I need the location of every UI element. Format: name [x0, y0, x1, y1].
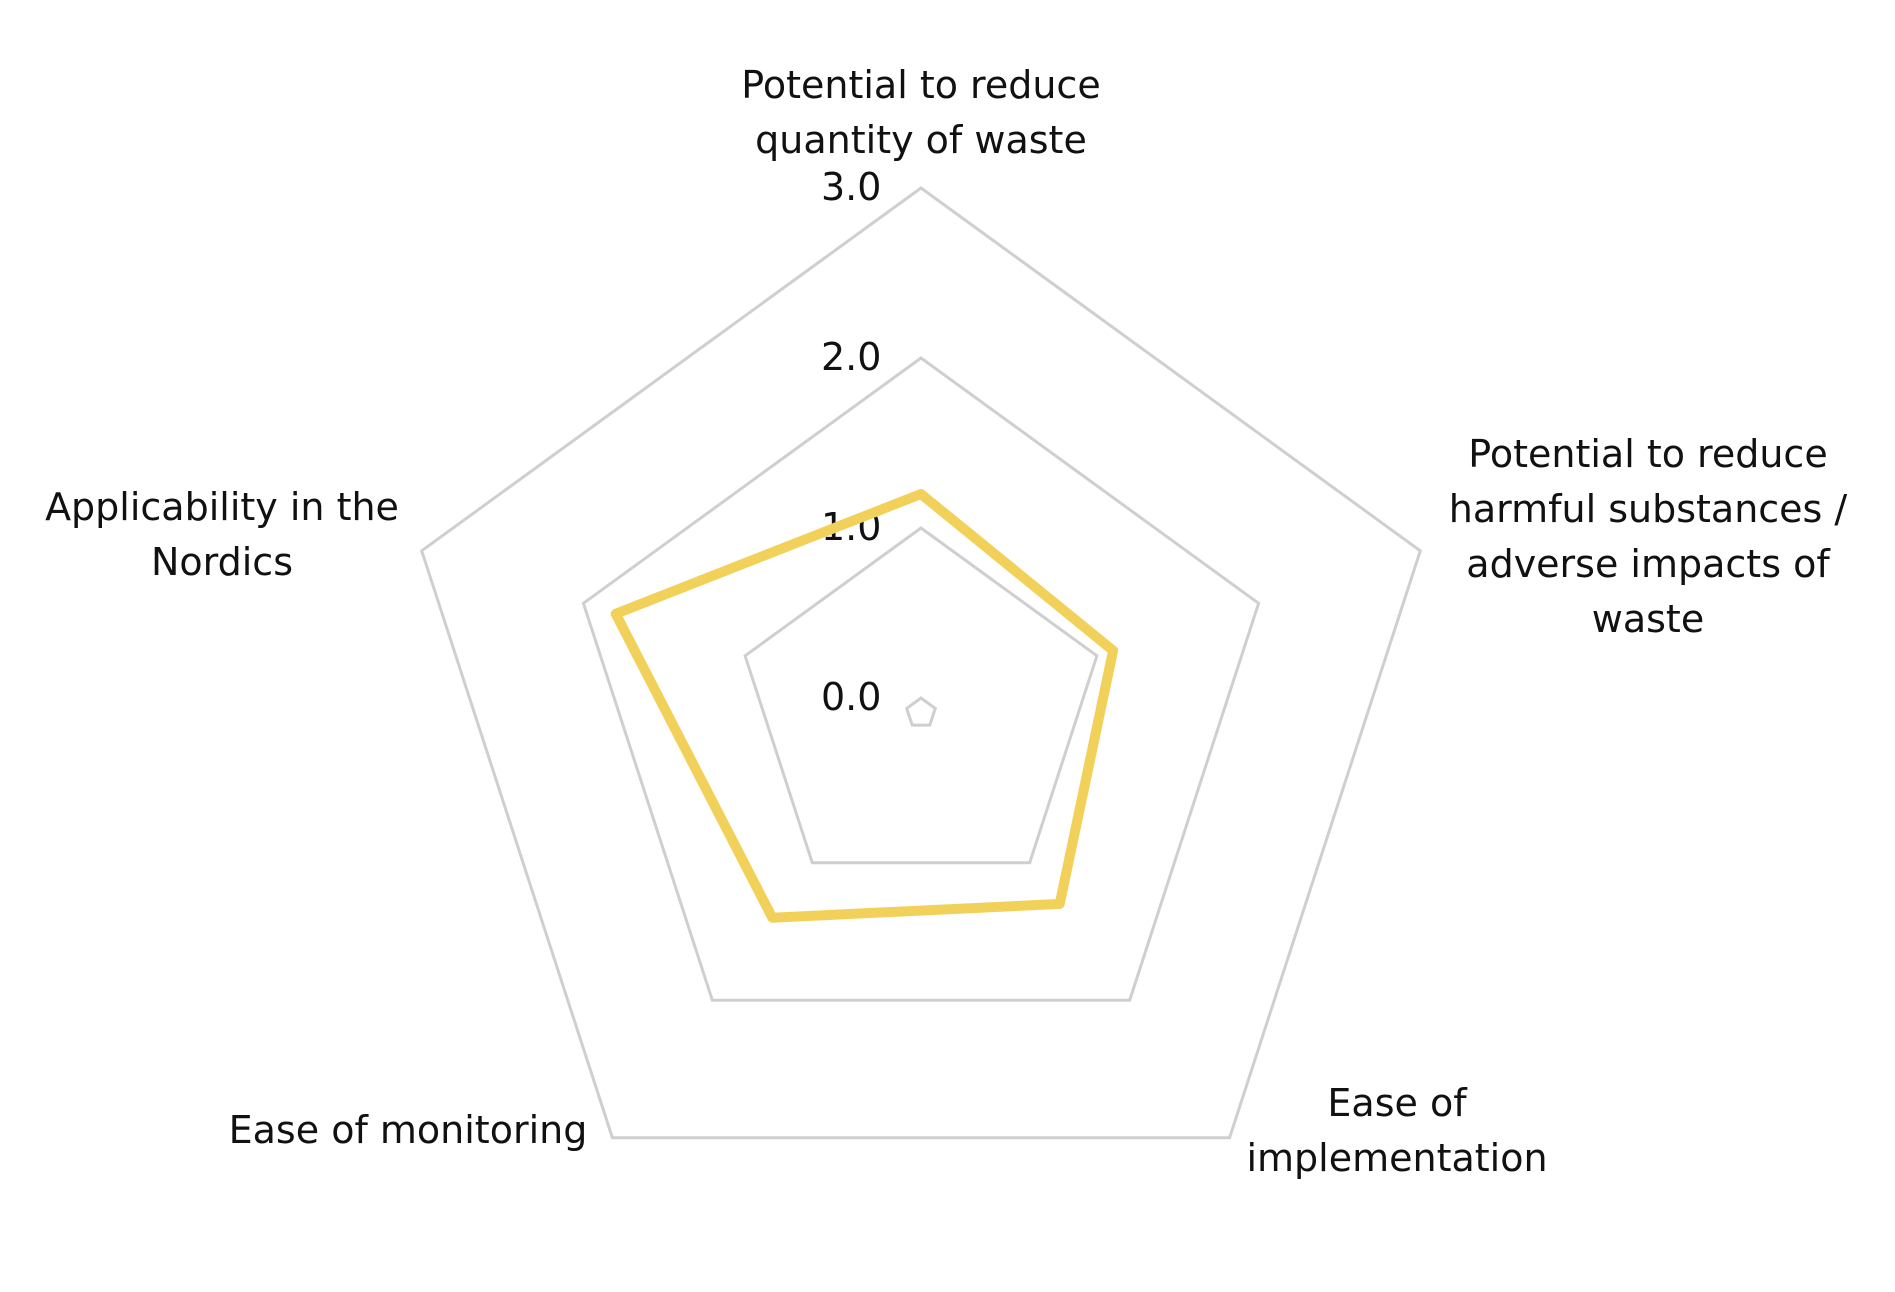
axis-label-1-line-2: adverse impacts of — [1466, 542, 1831, 586]
series-line-0 — [610, 489, 1119, 923]
axis-label-1-line-0: Potential to reduce — [1468, 432, 1827, 476]
axis-label-2-line-1: implementation — [1246, 1136, 1547, 1180]
grid-ring-1 — [743, 526, 1099, 865]
tick-label-3: 3.0 — [821, 165, 881, 209]
tick-label-2: 2.0 — [821, 335, 881, 379]
axis-label-1-line-3: waste — [1592, 597, 1704, 641]
grid-ring-3 — [419, 186, 1423, 1140]
axis-label-0-line-0: Potential to reduce — [741, 63, 1100, 107]
axis-label-0-line-1: quantity of waste — [755, 118, 1087, 162]
axis-label-1-line-1: harmful substances / — [1449, 487, 1848, 531]
grid-ring-2 — [581, 356, 1261, 1002]
grid-ring-0 — [904, 696, 938, 727]
tick-label-0: 0.0 — [821, 675, 881, 719]
axis-label-2-line-0: Ease of — [1327, 1081, 1468, 1125]
axis-label-4-line-1: Nordics — [151, 540, 293, 584]
axis-label-4-line-0: Applicability in the — [45, 485, 399, 529]
axis-label-3-line-0: Ease of monitoring — [229, 1108, 588, 1152]
